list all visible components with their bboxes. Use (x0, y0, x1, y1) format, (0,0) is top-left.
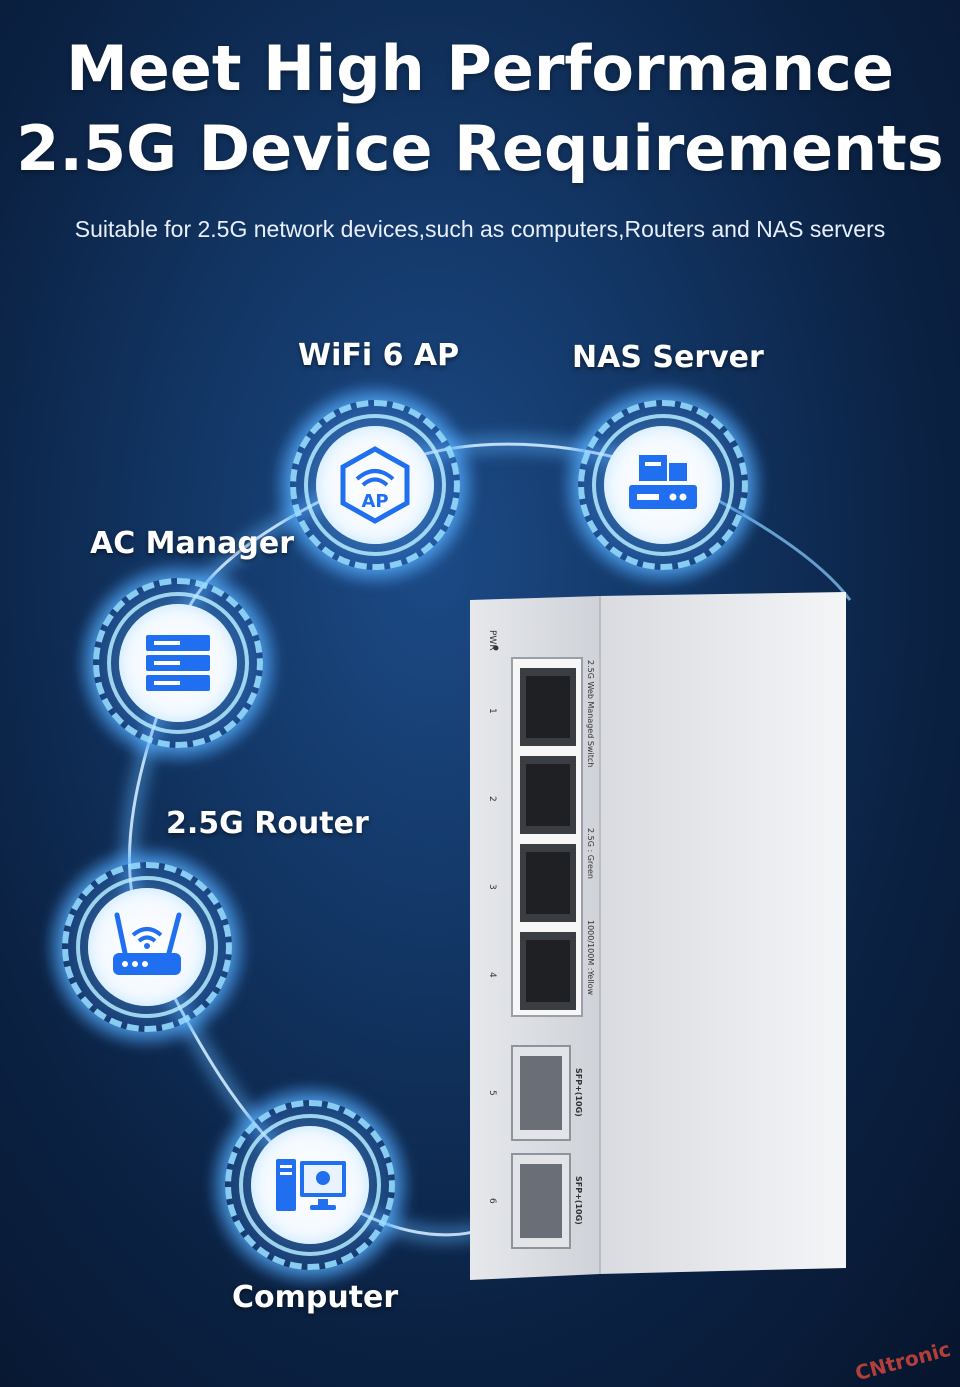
port-number-3: 3 (487, 884, 497, 890)
sfp-label-1: SFP+(10G) (574, 1068, 583, 1117)
rj45-port (520, 756, 576, 834)
switch-device: PWR 1 2 3 4 2.5G Web Managed Switch 2.5G… (470, 592, 846, 1280)
side-text: 2.5G Web Managed Switch (586, 660, 595, 767)
label-wifi-ap: WiFi 6 AP (298, 338, 460, 373)
label-ac-manager: AC Manager (90, 526, 294, 561)
sfp-port (511, 1045, 571, 1141)
node-wifi-ap: AP (272, 382, 478, 588)
rj45-port (520, 932, 576, 1010)
label-nas-server: NAS Server (572, 340, 764, 375)
pwr-label: PWR (487, 630, 497, 651)
ap-badge: AP (361, 491, 388, 512)
legend-green: 2.5G : Green (586, 828, 595, 879)
headline-line-2: 2.5G Device Requirements (16, 112, 944, 185)
port-number-4: 4 (487, 972, 497, 978)
node-nas-server (560, 382, 766, 588)
node-computer (207, 1082, 413, 1288)
port-number-2: 2 (487, 796, 497, 802)
legend-yellow: 1000/100M :Yellow (586, 920, 595, 996)
node-ac-manager (75, 560, 281, 766)
server-rack-icon (146, 635, 210, 691)
port-number-5: 5 (487, 1090, 497, 1096)
port-number-6: 6 (487, 1198, 497, 1204)
wifi-ap-icon: AP (340, 446, 410, 524)
computer-icon (276, 1159, 346, 1211)
router-icon (113, 912, 182, 975)
label-computer: Computer (232, 1280, 399, 1315)
sfp-label-2: SFP+(10G) (574, 1176, 583, 1225)
headline-line-1: Meet High Performance (66, 32, 894, 105)
nas-server-icon (629, 455, 697, 509)
label-router: 2.5G Router (166, 806, 369, 841)
rj45-port (520, 668, 576, 746)
subtitle: Suitable for 2.5G network devices,such a… (74, 216, 886, 242)
sfp-port (511, 1153, 571, 1249)
port-number-1: 1 (487, 708, 497, 714)
rj45-port (520, 844, 576, 922)
node-router (44, 844, 250, 1050)
